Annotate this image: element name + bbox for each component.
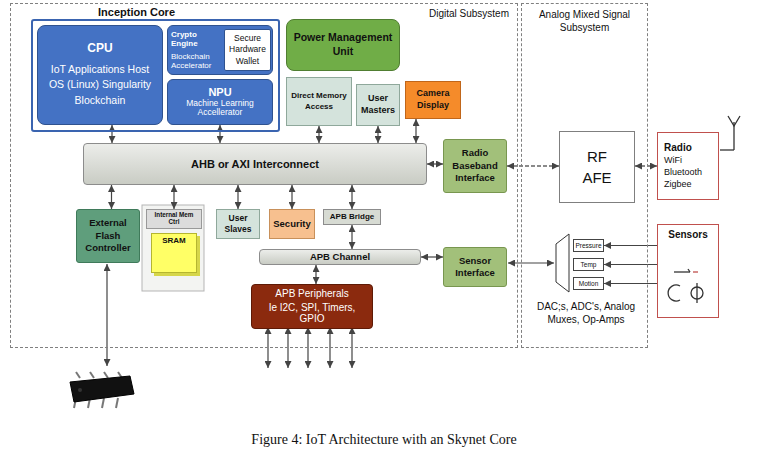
annotation-label: DAC;s, ADC's, Analog Muxes, Op-Amps	[530, 300, 642, 326]
connector-arrow	[421, 256, 443, 257]
box-text: User Masters	[360, 93, 396, 116]
connector-arrow	[604, 264, 657, 265]
connector-arrow	[351, 225, 352, 249]
connector-arrow	[635, 165, 657, 167]
camera-box: Camera Display	[405, 81, 461, 119]
box-text: Pressure	[575, 242, 601, 249]
radio-box: RadioWiFi Bluetooth Zigbee	[657, 132, 719, 200]
box-text: AHB or AXI Interconnect	[191, 158, 319, 171]
connector-arrow	[604, 245, 657, 246]
connector-arrow	[111, 125, 112, 143]
box-text: Direct Memory Access	[290, 91, 348, 112]
connector-arrow	[351, 185, 352, 209]
memory-panel	[142, 205, 204, 291]
box-text: Radio	[664, 142, 692, 154]
box-text: Analog Mixed Signal Subsystem	[529, 9, 641, 34]
box-text: WiFi Bluetooth Zigbee	[664, 155, 712, 190]
box-text: NPU	[208, 86, 231, 99]
region-box: Digital Subsystem Inception CoreCPU IoT Ap…	[10, 3, 518, 348]
connector-arrow	[427, 163, 443, 164]
power-box: Power Management Unit	[286, 19, 400, 71]
box-text: Internal Mem Ctrl	[149, 212, 199, 226]
wallet-box: Secure Hardware Wallet	[224, 29, 271, 71]
box-text: Power Management Unit	[290, 31, 396, 58]
connector-arrow	[111, 185, 112, 209]
connector-arrow	[377, 126, 378, 143]
core-frame: Inception CoreCPU IoT Applications Host O…	[31, 5, 280, 132]
box-text: Crypto Engine	[171, 30, 218, 48]
connector-arrow	[315, 265, 316, 284]
sensor-channel: Motion	[573, 277, 604, 290]
box-text: Digital Subsystem	[429, 8, 509, 20]
box-text: Motion	[579, 280, 599, 287]
box-text: SRAM	[162, 236, 186, 245]
rf-box: RF AFE	[559, 131, 635, 203]
box-text: RF AFE	[577, 146, 617, 188]
accelerator-box: Crypto EngineBlockchain Accelerator Secur…	[167, 25, 273, 75]
box-text: Inception Core	[95, 5, 178, 19]
sensor-channel: Temp	[573, 258, 604, 271]
slave-box: User Slaves	[216, 209, 260, 239]
box-text: User Slaves	[220, 213, 256, 235]
connector-arrow	[237, 185, 238, 209]
memory-box: SRAM	[151, 233, 197, 273]
connector-arrow	[219, 125, 220, 143]
connector-arrow	[173, 185, 174, 209]
box-text: Secure Hardware Wallet	[228, 33, 267, 67]
box-text: Radio Baseband Interface	[447, 147, 503, 184]
interface-box: Sensor Interface	[443, 247, 507, 287]
box-text: APB Peripherals	[275, 288, 348, 300]
region-box: Analog Mixed Signal Subsystem RF AFE Press…	[521, 3, 648, 348]
box-text: Ie I2C, SPI, Timers, GPIO	[255, 302, 369, 325]
connector-arrow	[318, 126, 319, 143]
flash-bus	[106, 264, 107, 366]
figure-caption: Figure 4: IoT Architecture with an Skyne…	[0, 432, 768, 448]
sensor-symbols	[668, 269, 703, 303]
master-box: Direct Memory Access	[286, 77, 352, 126]
peripheral-box: APB Peripherals Ie I2C, SPI, Timers, GPIO	[251, 284, 373, 329]
box-text: Temp	[581, 261, 597, 268]
master-box: User Masters	[356, 84, 400, 126]
box-text: External Flash Controller	[80, 217, 136, 254]
flash-chip	[70, 372, 134, 408]
controller-box: External Flash Controller	[76, 209, 140, 263]
sensor-channel: Pressure	[573, 239, 604, 252]
bus-bar: APB Channel	[259, 249, 421, 265]
bridge-box: APB Bridge	[323, 209, 381, 225]
bus-bar: AHB or AXI Interconnect	[83, 143, 427, 185]
processor-box: NPUMachine Learning Accellerator	[167, 79, 273, 125]
controller-box: Internal Mem Ctrl	[146, 209, 202, 229]
box-text: Blockchain Accelerator	[171, 52, 218, 70]
processor-box: CPU IoT Applications Host OS (Linux) Sing…	[37, 25, 163, 125]
connector-arrow	[604, 283, 657, 284]
connector-arrow	[291, 185, 292, 209]
connector-arrow	[415, 119, 416, 143]
box-text: Sensors	[668, 229, 707, 241]
box-text: Sensor Interface	[447, 255, 503, 280]
box-text: CPU	[87, 42, 112, 56]
interface-box: Radio Baseband Interface	[443, 139, 507, 193]
security-box: Security	[269, 209, 315, 239]
connector-arrow	[507, 165, 559, 167]
antenna-symbol	[720, 116, 740, 150]
sensors-box: Sensors	[657, 224, 719, 318]
box-text: APB Bridge	[330, 212, 374, 221]
box-text: Machine Learning Accellerator	[172, 99, 268, 119]
box-text: APB Channel	[310, 252, 370, 263]
box-text: Security	[273, 218, 311, 230]
box-text: Camera Display	[409, 88, 457, 111]
box-text: IoT Applications Host OS (Linux) Singula…	[44, 62, 156, 108]
